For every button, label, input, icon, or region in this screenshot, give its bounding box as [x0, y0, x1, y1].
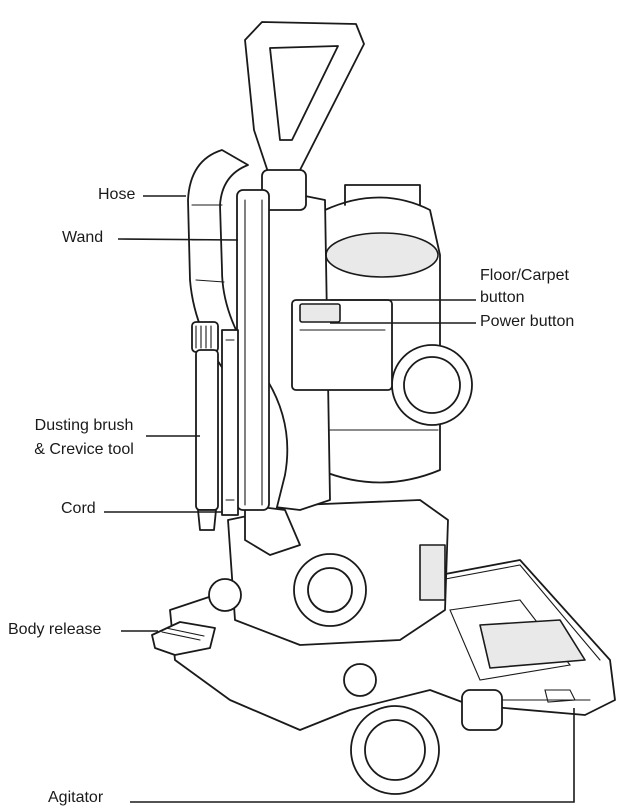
dusting-brush-crevice-tool	[191, 321, 219, 531]
cord-wrap	[221, 329, 239, 516]
wand	[236, 189, 270, 511]
handle	[244, 21, 365, 211]
upright-vacuum-cleaner-line-drawing-icon	[151, 21, 616, 795]
wand-leader-line	[117, 238, 239, 241]
agitator-label: Agitator	[48, 789, 104, 806]
body-release-label: Body release	[8, 621, 102, 638]
agitator-leader-line	[130, 708, 575, 803]
rear-wheel	[343, 663, 440, 795]
floor-carpet-button-label-line1: Floor/Carpet	[480, 267, 569, 284]
leader-lines	[104, 195, 575, 803]
hose-label: Hose	[98, 186, 136, 203]
agitator-brush	[544, 689, 576, 703]
wand-label: Wand	[62, 229, 104, 246]
cord-label: Cord	[61, 500, 96, 517]
floor-carpet-button-label-line2: button	[480, 289, 525, 306]
crevice-tool-label-line2: & Crevice tool	[34, 441, 134, 458]
dusting-brush-label-line1: Dusting brush	[34, 417, 134, 434]
body-release-pedal	[151, 621, 216, 656]
power-button-label: Power button	[480, 313, 575, 330]
